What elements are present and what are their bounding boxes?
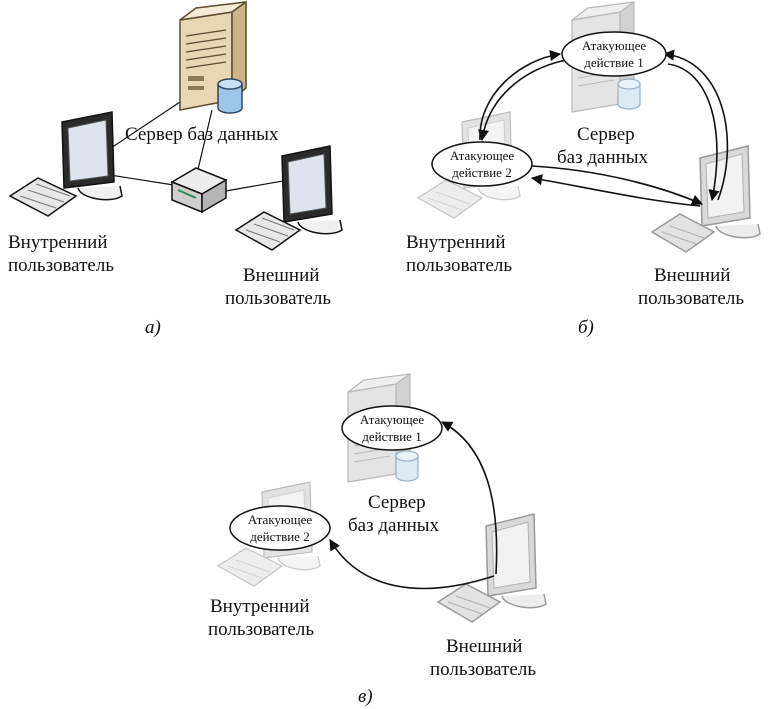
arrow-external-to-attack1 — [662, 49, 729, 201]
attack-action-2-node: Атакующее действие 2 — [229, 505, 331, 551]
arrow-internal-to-attack1 — [479, 49, 562, 141]
database-cylinder-icon — [217, 78, 243, 114]
attack-2-label-line2: действие 2 — [250, 529, 309, 544]
external-computer-icon — [650, 145, 761, 253]
internal-computer-icon — [8, 111, 123, 217]
server-label-line2: баз данных — [348, 515, 440, 536]
arrow-external-to-attack2 — [530, 174, 701, 207]
internal-user-label-line1: Внутренний — [406, 232, 505, 253]
attack-action-2-node: Атакующее действие 2 — [431, 141, 533, 187]
attack-arrows — [329, 421, 498, 590]
internal-user-label-line1: Внутренний — [210, 596, 309, 617]
external-user-label-line2: пользователь — [430, 659, 536, 680]
caption-c: в) — [358, 686, 373, 707]
keyboard-icon — [650, 213, 716, 253]
arrow-external-to-attack2 — [329, 539, 495, 590]
attack-1-label-line1: Атакующее — [360, 412, 424, 427]
external-computer-icon — [436, 513, 547, 623]
attack-action-1-node: Атакующее действие 1 — [341, 405, 443, 451]
internal-user-label-line2: пользователь — [8, 255, 114, 276]
arrow-attack1-to-external — [667, 63, 720, 202]
external-computer-icon — [234, 145, 343, 251]
server-label-line1: Сервер — [577, 124, 635, 145]
attack-2-label-line1: Атакующее — [450, 148, 514, 163]
database-cylinder-icon — [617, 78, 641, 110]
attack-2-label-line1: Атакующее — [248, 512, 312, 527]
internal-user-label-line2: пользователь — [208, 619, 314, 640]
arrow-attack1-to-internal — [477, 59, 567, 142]
arrow-external-to-attack1 — [441, 421, 498, 575]
database-cylinder-icon — [395, 450, 419, 482]
server-label: Сервер баз данных — [125, 124, 279, 145]
attack-action-1-node: Атакующее действие 1 — [561, 31, 667, 77]
external-user-label-line1: Внешний — [243, 265, 319, 286]
external-user-label-line2: пользователь — [225, 288, 331, 309]
external-user-label-line1: Внешний — [446, 636, 522, 657]
external-user-label-line2: пользователь — [638, 288, 744, 309]
keyboard-icon — [436, 583, 502, 623]
keyboard-icon — [8, 177, 78, 217]
panel-c: Атакующее действие 1 Атакующее действие … — [208, 372, 547, 707]
panel-a: Сервер баз данных Внутренний пользовател… — [8, 0, 343, 338]
server-label-line2: баз данных — [557, 147, 649, 168]
router-icon — [170, 167, 228, 214]
attack-2-label-line2: действие 2 — [452, 165, 511, 180]
internal-user-label-line1: Внутренний — [8, 232, 107, 253]
caption-a: а) — [145, 317, 161, 338]
arrow-attack2-to-external — [531, 165, 704, 206]
attack-1-label-line2: действие 1 — [362, 429, 421, 444]
keyboard-icon — [416, 179, 484, 219]
caption-b: б) — [578, 317, 594, 338]
keyboard-icon — [234, 211, 302, 251]
panel-b: Атакующее действие 1 Атакующее действие … — [406, 0, 761, 338]
keyboard-icon — [216, 547, 284, 587]
server-label-line1: Сервер — [368, 492, 426, 513]
attack-arrows — [477, 49, 729, 207]
internal-user-label-line2: пользователь — [406, 255, 512, 276]
external-user-label-line1: Внешний — [654, 265, 730, 286]
attack-1-label-line2: действие 1 — [584, 55, 643, 70]
attack-1-label-line1: Атакующее — [582, 38, 646, 53]
